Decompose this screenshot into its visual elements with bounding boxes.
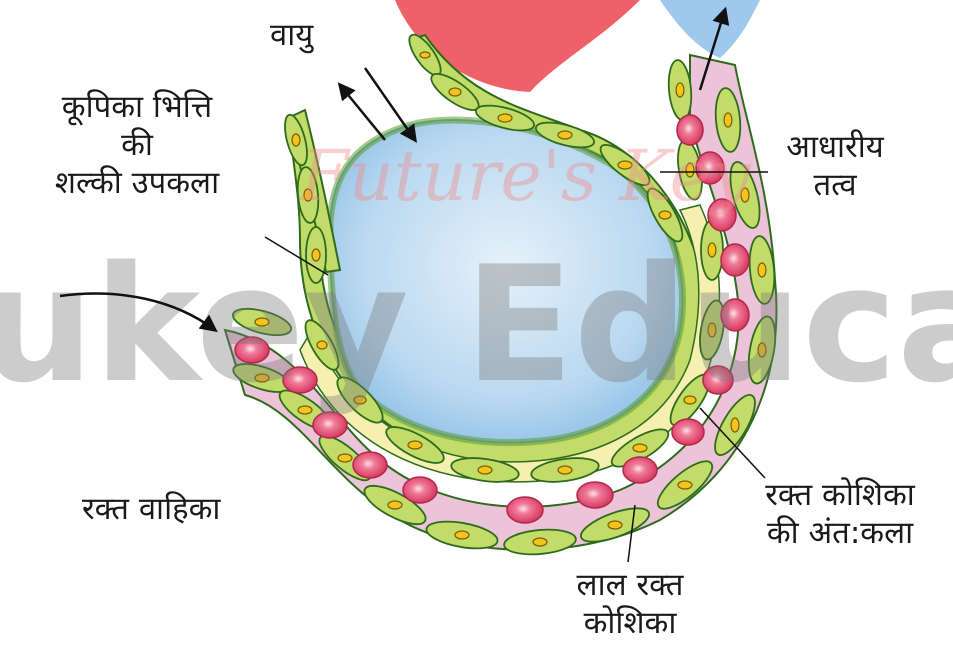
arrow-icon bbox=[340, 85, 385, 140]
label-rbc-line2: कोशिका bbox=[545, 604, 715, 642]
label-air: वायु bbox=[270, 16, 313, 54]
label-capillary-line2: की अंत:कला bbox=[730, 514, 950, 552]
label-capillary-endothelium: रक्त कोशिका की अंत:कला bbox=[730, 476, 950, 552]
label-rbc: लाल रक्त कोशिका bbox=[545, 566, 715, 642]
label-basement: आधारीय तत्व bbox=[770, 128, 900, 204]
label-capillary-line1: रक्त कोशिका bbox=[730, 476, 950, 514]
label-alveolar-wall: कूपिका भित्ति की शल्की उपकला bbox=[2, 88, 272, 202]
watermark-script: Future's Key bbox=[298, 135, 752, 217]
label-blood-vessel: रक्त वाहिका bbox=[82, 490, 220, 528]
label-basement-line2: तत्व bbox=[770, 166, 900, 204]
label-rbc-line1: लाल रक्त bbox=[545, 566, 715, 604]
label-basement-line1: आधारीय bbox=[770, 128, 900, 166]
label-alveolar-wall-line2: की bbox=[2, 126, 272, 164]
label-alveolar-wall-line3: शल्की उपकला bbox=[2, 164, 272, 202]
watermark-main: ukey Education bbox=[0, 231, 953, 418]
label-alveolar-wall-line1: कूपिका भित्ति bbox=[2, 88, 272, 126]
logo-blue-petal bbox=[660, 0, 760, 58]
